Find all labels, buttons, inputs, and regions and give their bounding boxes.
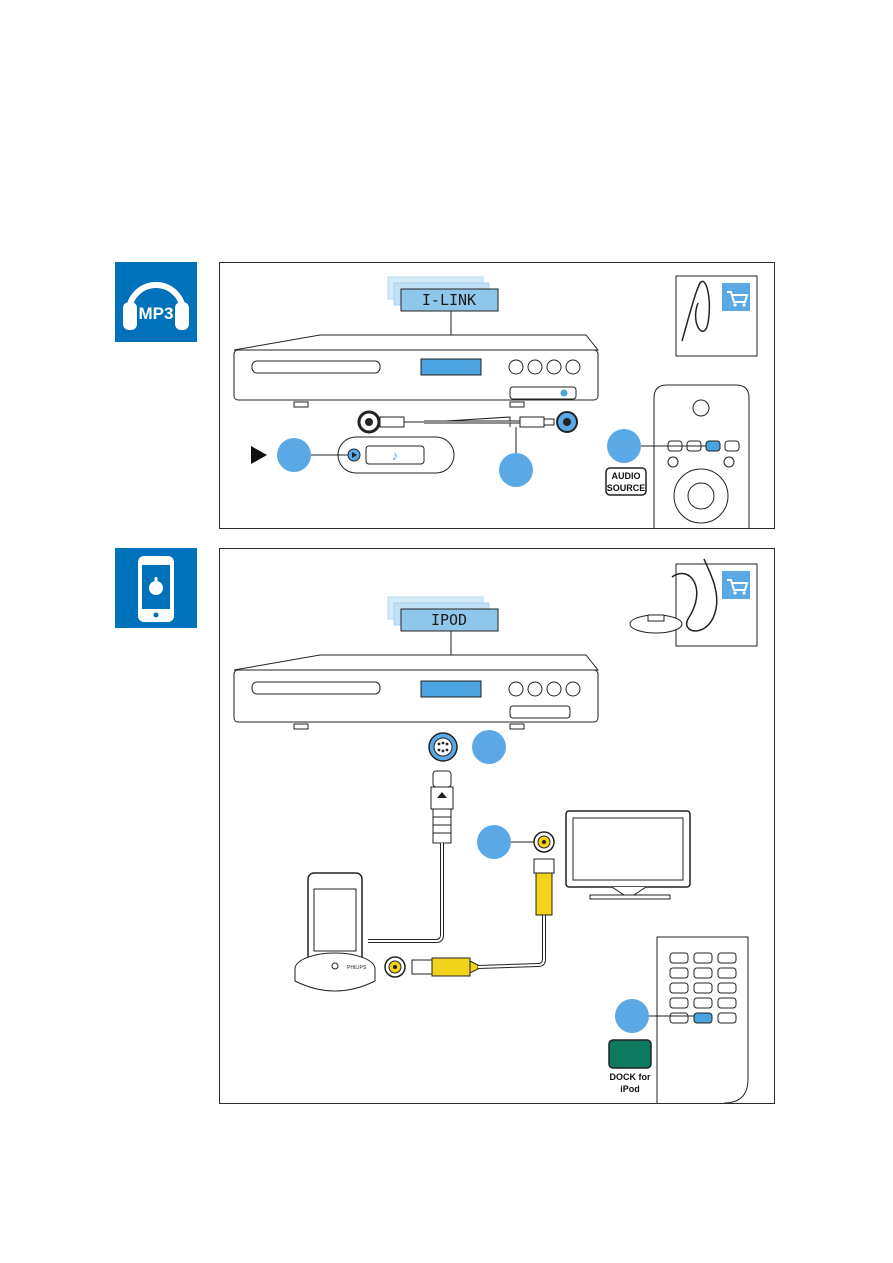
- svg-text:iPod: iPod: [620, 1084, 640, 1094]
- headphones-icon: MP3: [115, 262, 197, 342]
- television: [566, 811, 690, 899]
- step-marker-dock-port: [472, 730, 506, 764]
- svg-text:♪: ♪: [392, 448, 399, 463]
- ipod-dock: PHILIPS: [295, 873, 375, 991]
- remote-control: [654, 385, 749, 528]
- dock-brand: PHILIPS: [347, 965, 367, 971]
- dock-port: [429, 733, 457, 761]
- step-marker-remote: [607, 429, 641, 463]
- mp3-label: MP3: [139, 304, 174, 323]
- player-unit: [234, 655, 598, 729]
- step-marker-remote: [615, 999, 649, 1033]
- step-marker-video: [477, 825, 511, 859]
- keypad-remote: [657, 937, 748, 1103]
- display-text: IPOD: [431, 611, 467, 629]
- dock-for-ipod-button-label: DOCK for iPod: [609, 1040, 651, 1094]
- player-unit: [234, 335, 598, 407]
- audio-source-button-label: AUDIO SOURCE: [606, 468, 646, 495]
- play-icon: [251, 446, 267, 464]
- dock-cable: [368, 771, 453, 941]
- svg-text:AUDIO: AUDIO: [612, 471, 641, 481]
- mp3-badge: MP3: [115, 262, 197, 342]
- mp3-connection-panel: I-LINK: [219, 262, 775, 529]
- cable-accessory: [676, 276, 757, 356]
- mp3-player: ♪: [338, 437, 454, 473]
- svg-text:SOURCE: SOURCE: [607, 483, 646, 493]
- video-cable: [385, 832, 554, 977]
- step-marker-cable: [499, 453, 533, 487]
- dock-accessory: [630, 559, 757, 646]
- ipod-connection-panel: IPOD: [219, 548, 775, 1104]
- phone-apple-icon: [115, 548, 197, 628]
- ipod-badge: [115, 548, 197, 628]
- display-text: I-LINK: [422, 291, 476, 309]
- step-marker-play: [277, 438, 311, 472]
- svg-text:DOCK for: DOCK for: [610, 1072, 651, 1082]
